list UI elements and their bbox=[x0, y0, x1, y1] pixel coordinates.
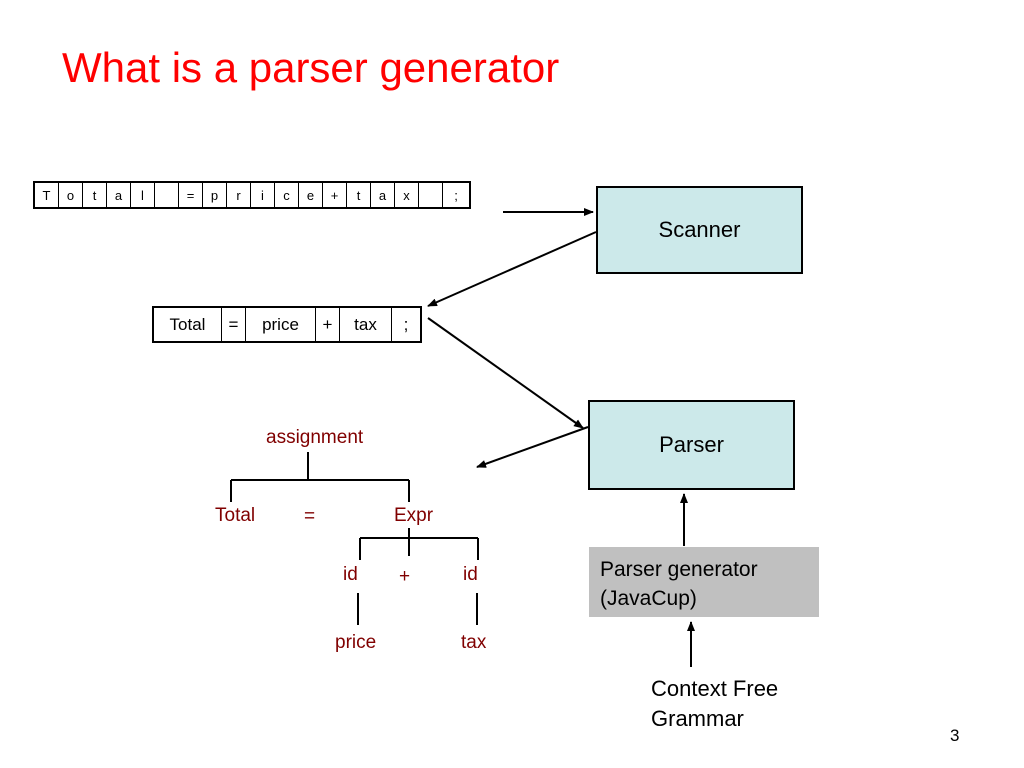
char-cell: a bbox=[371, 183, 395, 207]
tree-node-total: Total bbox=[215, 505, 256, 526]
token-cell: price bbox=[246, 308, 316, 341]
page-number: 3 bbox=[950, 726, 960, 745]
tree-node-tax: tax bbox=[461, 632, 487, 653]
tree-node-assignment: assignment bbox=[266, 427, 364, 448]
parser-box: Parser bbox=[588, 400, 795, 490]
token-cell: + bbox=[316, 308, 340, 341]
parser-label: Parser bbox=[659, 432, 724, 457]
token-cell: Total bbox=[154, 308, 222, 341]
arrow-parser-to-tree bbox=[476, 426, 589, 468]
char-cell bbox=[419, 183, 443, 207]
char-cell: + bbox=[323, 183, 347, 207]
grammar-line2: Grammar bbox=[651, 706, 744, 731]
slide-title: What is a parser generator bbox=[62, 44, 560, 91]
tree-node-id-left: id bbox=[343, 564, 358, 585]
token-cell: tax bbox=[340, 308, 392, 341]
arrow-scanner-to-tokens bbox=[427, 231, 597, 307]
tree-node-plus: + bbox=[399, 566, 411, 587]
char-cell: l bbox=[131, 183, 155, 207]
arrow-tokens-to-parser bbox=[427, 317, 584, 429]
char-cell: x bbox=[395, 183, 419, 207]
scanner-label: Scanner bbox=[658, 217, 741, 242]
parser-generator-line1: Parser generator bbox=[600, 558, 758, 581]
char-cell: e bbox=[299, 183, 323, 207]
char-cell: r bbox=[227, 183, 251, 207]
tree-node-price: price bbox=[335, 632, 377, 653]
token-cell: = bbox=[222, 308, 246, 341]
grammar-line1: Context Free bbox=[651, 676, 779, 701]
scanner-box: Scanner bbox=[596, 186, 803, 274]
char-cell bbox=[155, 183, 179, 207]
char-cell: p bbox=[203, 183, 227, 207]
char-cell: o bbox=[59, 183, 83, 207]
tree-node-id-right: id bbox=[463, 564, 478, 585]
char-cell: c bbox=[275, 183, 299, 207]
char-cell: t bbox=[347, 183, 371, 207]
char-cell: ; bbox=[454, 187, 458, 203]
parser-generator-line2: (JavaCup) bbox=[600, 587, 697, 610]
context-free-grammar-label: Context Free Grammar bbox=[651, 674, 778, 734]
token-stream: Total=price+tax; bbox=[152, 306, 422, 343]
char-cell: T bbox=[35, 183, 59, 207]
tree-node-expr: Expr bbox=[394, 505, 434, 526]
tree-node-equals: = bbox=[304, 506, 316, 527]
char-cell: t bbox=[83, 183, 107, 207]
token-cell: ; bbox=[403, 314, 409, 334]
char-cell: a bbox=[107, 183, 131, 207]
char-cell: i bbox=[251, 183, 275, 207]
parser-generator-box: Parser generator (JavaCup) bbox=[589, 547, 819, 617]
char-cell: = bbox=[179, 183, 203, 207]
